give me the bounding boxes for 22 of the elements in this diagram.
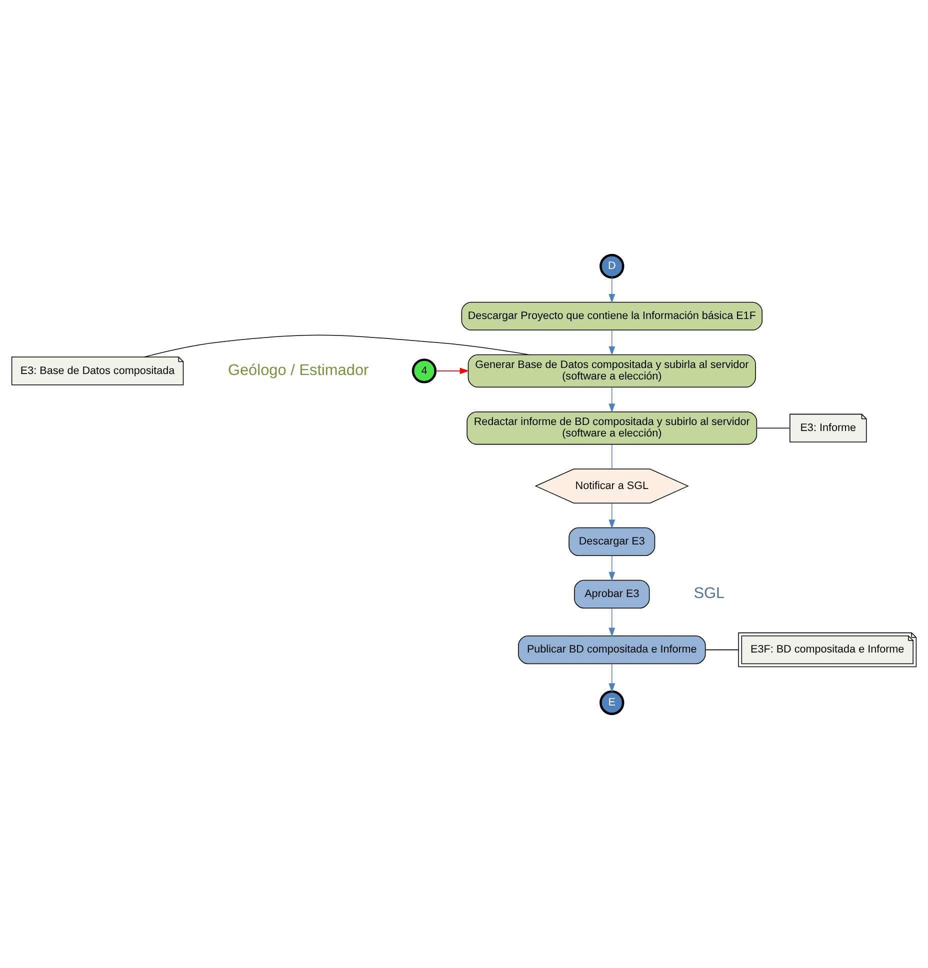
- node-box: Generar Base de Datos compositada y subirla al servidor (software a elección): [468, 354, 756, 388]
- arrow: [608, 502, 616, 528]
- arrow: [608, 276, 616, 303]
- node-box: Descargar Proyecto que contiene la Información básica E1F: [461, 301, 762, 330]
- label: Geólogo / Estimador: [228, 361, 369, 378]
- connector: [705, 648, 739, 650]
- connector: [756, 427, 790, 428]
- node-box: Descargar E3: [568, 526, 656, 556]
- arrow: [608, 662, 616, 692]
- node-box: Redactar informe de BD compositada y subirlo al servidor (software a elección): [466, 410, 758, 444]
- node-box: Publicar BD compositada e Informe: [518, 635, 706, 664]
- arrow: [608, 554, 616, 581]
- arrow: [608, 329, 616, 356]
- label: SGL: [694, 584, 725, 602]
- arrow: [608, 607, 616, 636]
- arrow: [435, 367, 470, 374]
- node-circle: E: [600, 690, 624, 715]
- arrow: [608, 386, 616, 412]
- connector: [144, 334, 530, 357]
- node-circle: D: [600, 253, 624, 278]
- node-box: Aprobar E3: [574, 579, 650, 608]
- node-circle: 4: [412, 358, 437, 383]
